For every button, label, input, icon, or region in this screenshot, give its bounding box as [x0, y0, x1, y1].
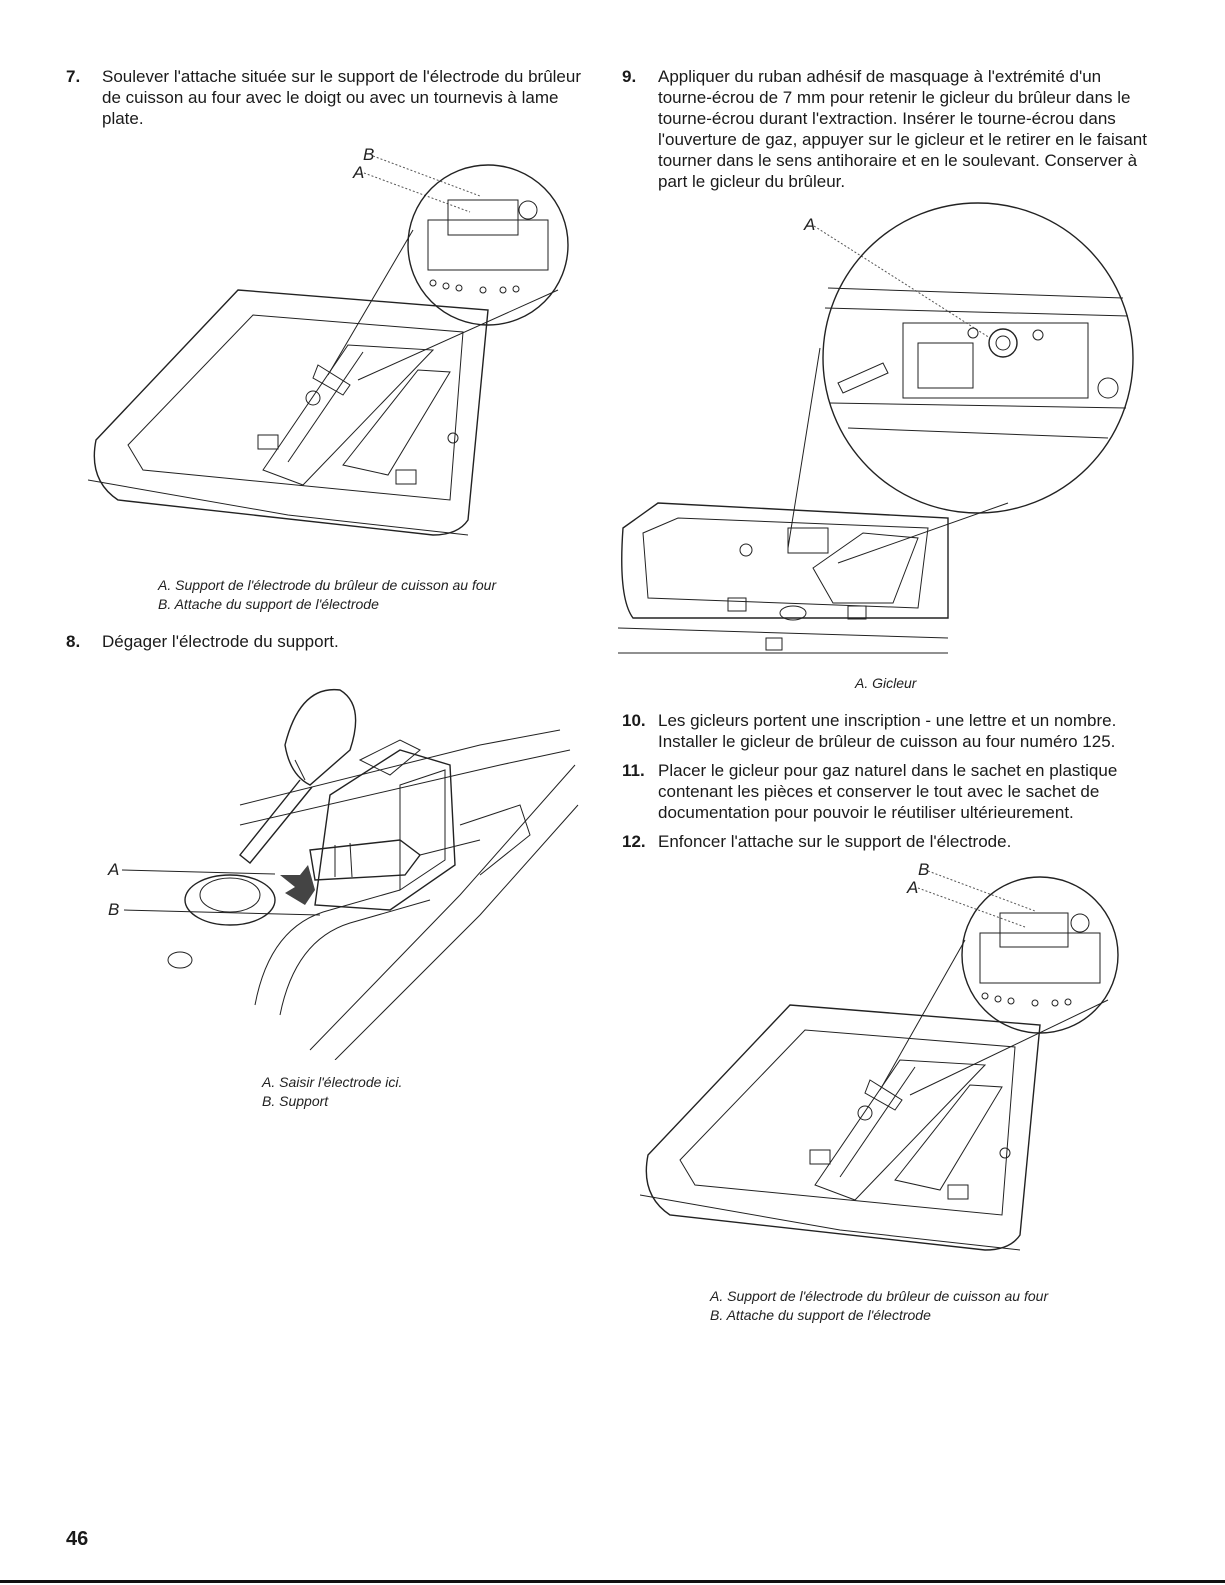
figure-gas-orifice: A: [618, 198, 1138, 658]
callout-label-b: B: [108, 900, 119, 919]
step-number: 11.: [622, 761, 645, 780]
caption-item-a: A. Support de l'électrode du brûleur de …: [710, 1288, 1049, 1304]
step-number: 7.: [66, 67, 81, 86]
step-number: 10.: [622, 711, 646, 730]
step-10: 10. Les gicleurs portent une inscription…: [622, 710, 1152, 752]
figure-electrode-bracket-press: B A: [640, 855, 1140, 1275]
step-text: Placer le gicleur pour gaz naturel dans …: [658, 761, 1118, 822]
page-number: 46: [66, 1528, 89, 1550]
step-text: Les gicleurs portent une inscription - u…: [658, 711, 1117, 751]
step-number: 8.: [66, 632, 81, 651]
caption-item-b: B. Support: [262, 1093, 329, 1109]
caption-item-a: A. Gicleur: [855, 675, 917, 691]
caption-item-a: A. Support de l'électrode du brûleur de …: [158, 577, 497, 593]
caption-item-b: B. Attache du support de l'électrode: [158, 596, 379, 612]
step-text: Dégager l'électrode du support.: [102, 632, 339, 651]
step-11: 11. Placer le gicleur pour gaz naturel d…: [622, 760, 1152, 823]
step-text: Enfoncer l'attache sur le support de l'é…: [658, 832, 1012, 851]
figure-electrode-bracket-lift: B A: [88, 140, 588, 560]
callout-label-b: B: [918, 860, 929, 879]
callout-label-a: A: [803, 215, 815, 234]
step-number: 9.: [622, 67, 637, 86]
callout-label-a: A: [352, 163, 364, 182]
figure-3-caption: A. Gicleur: [855, 674, 916, 693]
callout-label-a: A: [107, 860, 119, 879]
figure-4-caption: A. Support de l'électrode du brûleur de …: [710, 1287, 1048, 1325]
step-number: 12.: [622, 832, 646, 851]
figure-2-caption: A. Saisir l'électrode ici. B. Support: [262, 1073, 402, 1111]
caption-item-b: B. Attache du support de l'électrode: [710, 1307, 931, 1323]
figure-1-caption: A. Support de l'électrode du brûleur de …: [158, 576, 496, 614]
bottom-rule: [0, 1580, 1225, 1583]
step-text: Soulever l'attache située sur le support…: [102, 67, 581, 128]
callout-label-a: A: [906, 878, 918, 897]
step-9: 9. Appliquer du ruban adhésif de masquag…: [622, 66, 1152, 192]
step-8: 8. Dégager l'électrode du support.: [66, 631, 596, 652]
figure-electrode-release: A B: [100, 665, 580, 1060]
step-12: 12. Enfoncer l'attache sur le support de…: [622, 831, 1152, 852]
step-7: 7. Soulever l'attache située sur le supp…: [66, 66, 596, 129]
step-text: Appliquer du ruban adhésif de masquage à…: [658, 67, 1147, 191]
callout-label-b: B: [363, 145, 374, 164]
caption-item-a: A. Saisir l'électrode ici.: [262, 1074, 403, 1090]
